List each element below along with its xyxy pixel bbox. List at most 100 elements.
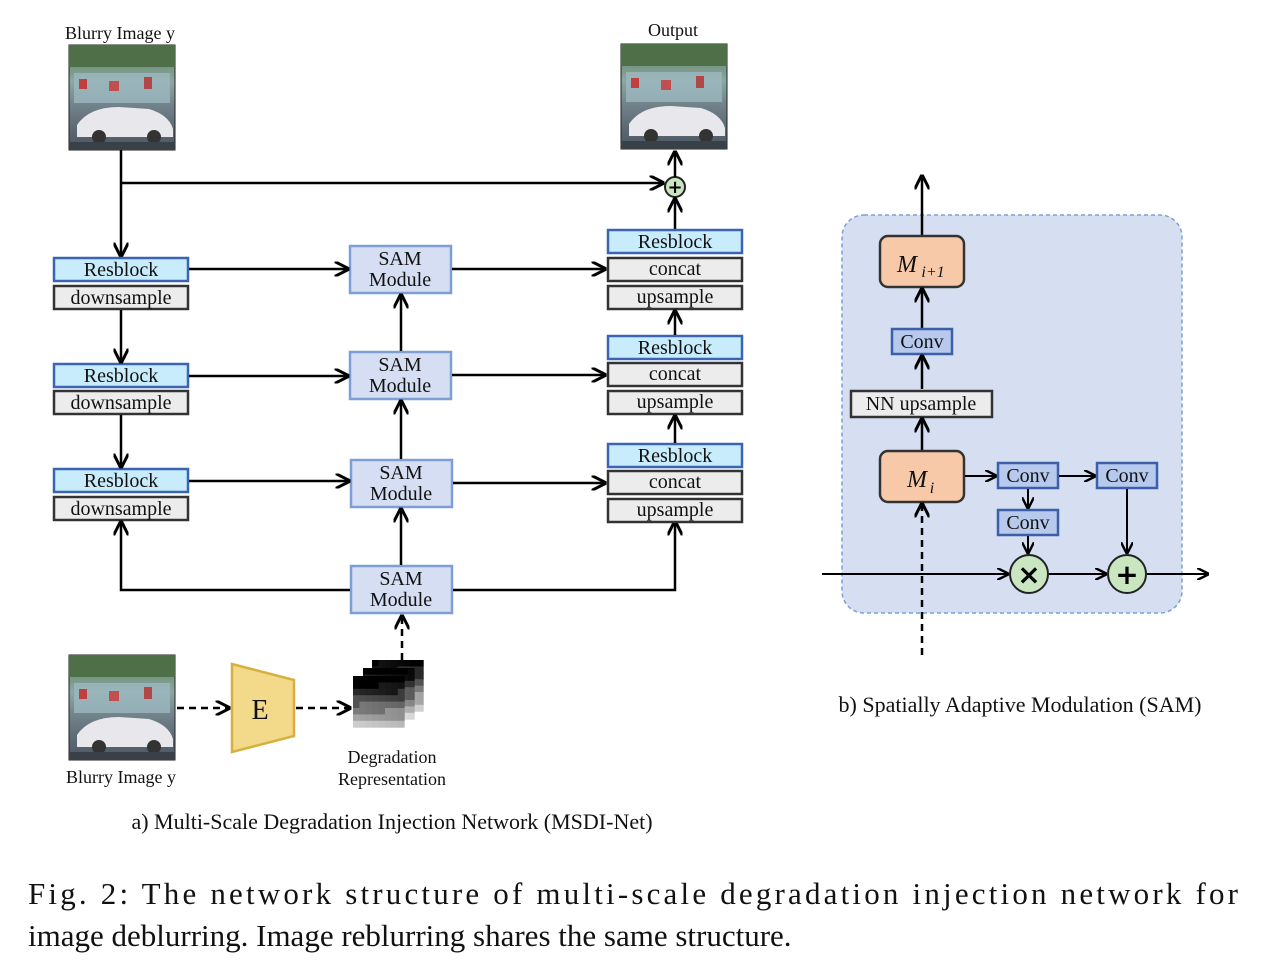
output-image-label: Output bbox=[648, 20, 698, 40]
degradation-pixel bbox=[369, 668, 377, 675]
degradation-pixel bbox=[372, 708, 380, 715]
multiply-node bbox=[1009, 554, 1049, 594]
degradation-pixel bbox=[416, 692, 424, 699]
nn-upsample-label: NN upsample bbox=[866, 393, 977, 415]
degradation-pixel bbox=[372, 688, 380, 696]
degradation-pixel bbox=[375, 668, 383, 675]
degradation-pixel bbox=[365, 701, 373, 709]
input-image-label: Blurry Image y bbox=[65, 23, 175, 43]
degradation-pixel bbox=[353, 695, 360, 703]
encoder-label: E bbox=[251, 695, 268, 726]
upsample-label: upsample bbox=[637, 499, 714, 521]
degradation-pixel bbox=[397, 708, 405, 715]
degradation-pixel bbox=[378, 660, 386, 667]
degradation-pixel bbox=[372, 695, 380, 703]
degradation-pixel bbox=[391, 695, 399, 703]
degradation-pixel bbox=[359, 714, 367, 722]
degradation-pixel bbox=[397, 720, 405, 728]
degradation-pixel bbox=[395, 668, 402, 675]
degradation-pixel bbox=[391, 660, 399, 667]
conv-c-label: Conv bbox=[1006, 512, 1049, 534]
degradation-pixel bbox=[391, 701, 399, 709]
decoder-block-2: Resblock concat upsample bbox=[606, 334, 744, 416]
sam-label: SAM bbox=[379, 462, 423, 484]
degradation-pixel bbox=[401, 680, 409, 688]
degradation-representation bbox=[353, 660, 424, 728]
module-label: Module bbox=[369, 375, 431, 397]
degradation-pixel bbox=[391, 688, 399, 696]
caption-a: a) Multi-Scale Degradation Injection Net… bbox=[131, 809, 652, 834]
sam-label: SAM bbox=[378, 354, 422, 376]
degradation-pixel bbox=[397, 688, 405, 696]
encoder-block-1: Resblock downsample bbox=[52, 256, 190, 311]
degradation-pixel bbox=[365, 682, 373, 690]
conv-top bbox=[890, 327, 954, 356]
degradation-pixel bbox=[397, 695, 405, 703]
output-image bbox=[620, 43, 728, 150]
resblock-label: Resblock bbox=[84, 365, 158, 387]
degradation-pixel bbox=[365, 714, 373, 722]
degradation-pixel bbox=[359, 688, 367, 696]
degradation-pixel bbox=[378, 688, 386, 696]
degradation-pixel bbox=[407, 680, 415, 688]
nn-upsample-box bbox=[849, 389, 994, 419]
concat-label: concat bbox=[649, 363, 702, 385]
upsample-label: upsample bbox=[637, 391, 714, 413]
degradation-pixel bbox=[401, 693, 409, 701]
concat-label: concat bbox=[649, 258, 702, 280]
degradation-pixel bbox=[359, 701, 367, 709]
degradation-pixel bbox=[416, 704, 424, 712]
degradation-pixel bbox=[372, 701, 380, 709]
degradation-pixel bbox=[416, 698, 424, 706]
concat-label: concat bbox=[649, 471, 702, 493]
degradation-pixel bbox=[385, 676, 392, 683]
degradation-pixel bbox=[353, 682, 360, 690]
conv-a bbox=[996, 461, 1060, 490]
decoder-block-3: Resblock concat upsample bbox=[606, 442, 744, 524]
sam-module-1: SAM Module bbox=[348, 244, 453, 295]
degradation-pixel bbox=[407, 700, 415, 707]
degradation-pixel bbox=[404, 660, 411, 667]
figure-caption-line-2: image deblurring. Image reblurring share… bbox=[28, 918, 792, 953]
sam-module-3: SAM Module bbox=[349, 458, 454, 509]
sam-label: SAM bbox=[378, 248, 422, 270]
degradation-pixel bbox=[407, 674, 415, 682]
degradation-pixel bbox=[410, 660, 418, 667]
downsample-label: downsample bbox=[70, 392, 171, 414]
degradation-pixel bbox=[372, 660, 379, 667]
degradation-pixel bbox=[378, 682, 386, 690]
arrow-sam4-to-encoder bbox=[121, 522, 350, 592]
multiply-icon: × bbox=[1017, 558, 1040, 591]
conv-b bbox=[1095, 461, 1159, 490]
caption-b: b) Spatially Adaptive Modulation (SAM) bbox=[839, 692, 1202, 717]
degradation-pixel bbox=[384, 660, 392, 667]
degradation-pixel bbox=[353, 708, 360, 715]
conv-b-label: Conv bbox=[1105, 465, 1148, 487]
degradation-pixel bbox=[397, 714, 405, 722]
degradation-encoder-E bbox=[230, 662, 296, 754]
degradation-pixel bbox=[359, 676, 367, 683]
degradation-pixel bbox=[353, 676, 360, 683]
degradation-pixel bbox=[397, 676, 405, 683]
bottom-input-label: Blurry Image y bbox=[66, 767, 176, 787]
degradation-pixel bbox=[385, 714, 392, 722]
m-next-label: M bbox=[896, 252, 919, 278]
degradation-pixel bbox=[416, 660, 424, 667]
m-i-subscript: i bbox=[930, 480, 934, 497]
arrow-sam4-to-decoder bbox=[453, 522, 675, 592]
encoder-block-3: Resblock downsample bbox=[52, 467, 190, 522]
degradation-pixel bbox=[372, 682, 380, 690]
resblock-label: Resblock bbox=[84, 470, 158, 492]
degradation-pixel bbox=[385, 688, 392, 696]
degradation-pixel bbox=[385, 701, 392, 709]
degradation-pixel bbox=[401, 687, 409, 695]
blurry-input-image bbox=[68, 44, 176, 151]
degradation-pixel bbox=[365, 695, 373, 703]
degradation-pixel bbox=[378, 720, 386, 728]
encoder-block-2: Resblock downsample bbox=[52, 362, 190, 416]
resblock-label: Resblock bbox=[638, 337, 712, 359]
module-label: Module bbox=[369, 269, 431, 291]
degradation-pixel bbox=[365, 676, 373, 683]
resblock-label: Resblock bbox=[84, 259, 158, 281]
